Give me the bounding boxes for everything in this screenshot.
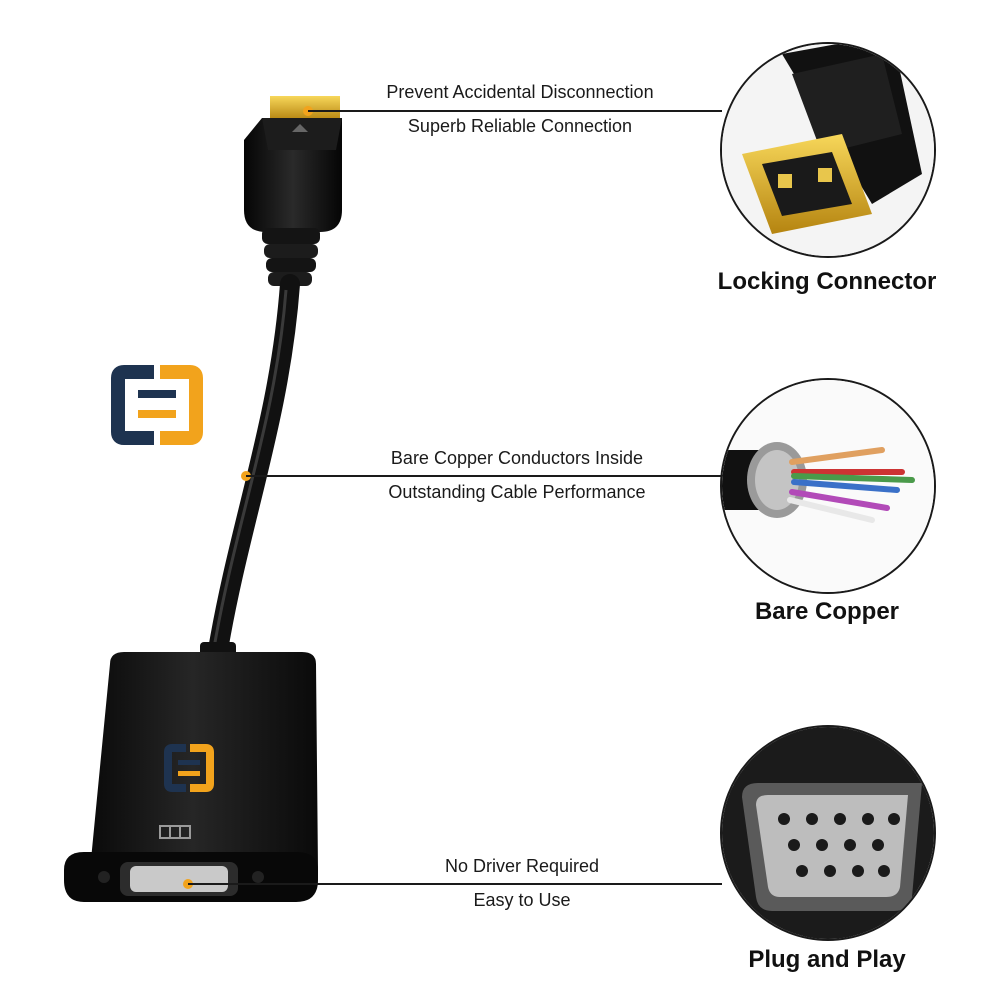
- callout-1-line2: Superb Reliable Connection: [407, 116, 633, 136]
- callout-2-line1: Bare Copper Conductors Inside: [390, 448, 644, 468]
- adapter-logo-icon: [164, 744, 214, 792]
- vga-adapter-box: [64, 642, 318, 902]
- locking-connector-icon: [722, 44, 934, 256]
- locking-connector-caption: Locking Connector: [717, 268, 937, 295]
- bare-copper-icon: [722, 380, 934, 592]
- bare-copper-closeup: [720, 378, 936, 594]
- callout-1-line1: Prevent Accidental Disconnection: [386, 82, 654, 102]
- locking-connector-closeup: [720, 42, 936, 258]
- callout-3-line: [188, 883, 722, 885]
- callout-1-line: [308, 110, 722, 112]
- callout-2-line: [246, 475, 722, 477]
- callout-3-line2: Easy to Use: [473, 890, 571, 910]
- plug-and-play-caption: Plug and Play: [748, 946, 906, 973]
- cable: [208, 274, 300, 660]
- vga-port-closeup: [720, 725, 936, 941]
- bare-copper-caption: Bare Copper: [754, 598, 900, 625]
- brand-logo-icon: [111, 365, 203, 445]
- displayport-plug: [244, 118, 342, 232]
- callout-2-line2: Outstanding Cable Performance: [388, 482, 646, 502]
- vga-port-icon: [722, 727, 934, 939]
- callout-3-line1: No Driver Required: [444, 856, 600, 876]
